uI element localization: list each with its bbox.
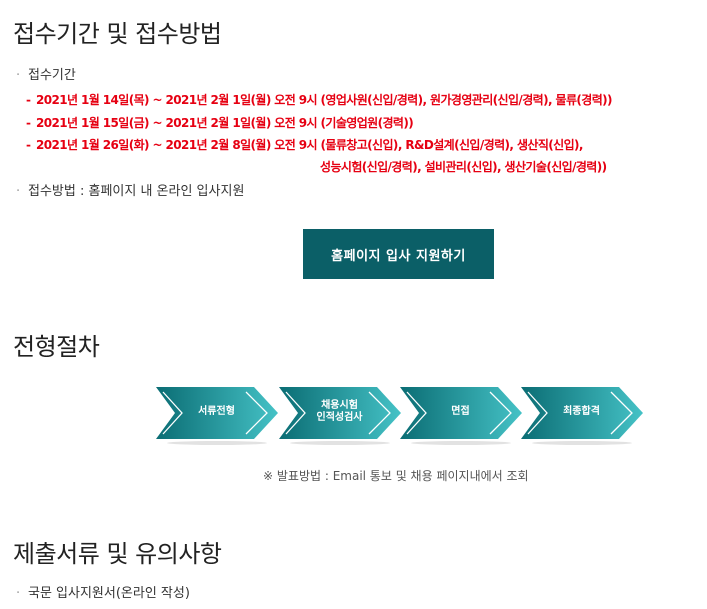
section-title-process: 전형절차 xyxy=(13,333,100,361)
step-arrow-icon xyxy=(156,387,278,445)
step-label: 채용시험 인적성검사 xyxy=(316,399,363,424)
homepage-apply-button[interactable]: 홈페이지 입사 지원하기 xyxy=(303,229,494,279)
period-item-1: -2021년 1월 14일(목) ~ 2021년 2월 1일(월) 오전 9시 … xyxy=(26,93,613,107)
dash-icon: - xyxy=(26,116,31,130)
step-exam: 채용시험 인적성검사 xyxy=(278,385,403,445)
step-final-pass: 최종합격 xyxy=(520,385,645,445)
section-title-application: 접수기간 및 접수방법 xyxy=(13,20,222,48)
step-arrow-icon xyxy=(521,387,643,445)
step-arrow-icon xyxy=(400,387,522,445)
bullet-icon: · xyxy=(16,184,21,199)
period-item-2: -2021년 1월 15일(금) ~ 2021년 2월 1일(월) 오전 9시 … xyxy=(26,116,414,130)
dash-icon: - xyxy=(26,138,31,152)
period-label: ·접수기간 xyxy=(16,68,76,83)
step-label: 최종합격 xyxy=(563,405,600,417)
step-document-screening: 서류전형 xyxy=(155,385,280,445)
dash-icon: - xyxy=(26,93,31,107)
method-line: ·접수방법 : 홈페이지 내 온라인 입사지원 xyxy=(16,184,245,199)
bullet-icon: · xyxy=(16,586,21,601)
step-arrow-icon xyxy=(279,387,401,445)
step-interview: 면접 xyxy=(399,385,524,445)
step-label: 서류전형 xyxy=(198,405,235,417)
announcement-note: ※ 발표방법 : Email 통보 및 채용 페이지내에서 조회 xyxy=(263,469,529,483)
bullet-icon: · xyxy=(16,68,21,83)
document-item: ·국문 입사지원서(온라인 작성) xyxy=(16,586,190,601)
period-item-3-continued: 성능시험(신입/경력), 설비관리(신입), 생산기술(신입/경력)) xyxy=(320,160,607,174)
section-title-documents: 제출서류 및 유의사항 xyxy=(13,540,222,568)
period-item-3: -2021년 1월 26일(화) ~ 2021년 2월 8일(월) 오전 9시 … xyxy=(26,138,583,152)
step-label: 면접 xyxy=(451,405,470,417)
